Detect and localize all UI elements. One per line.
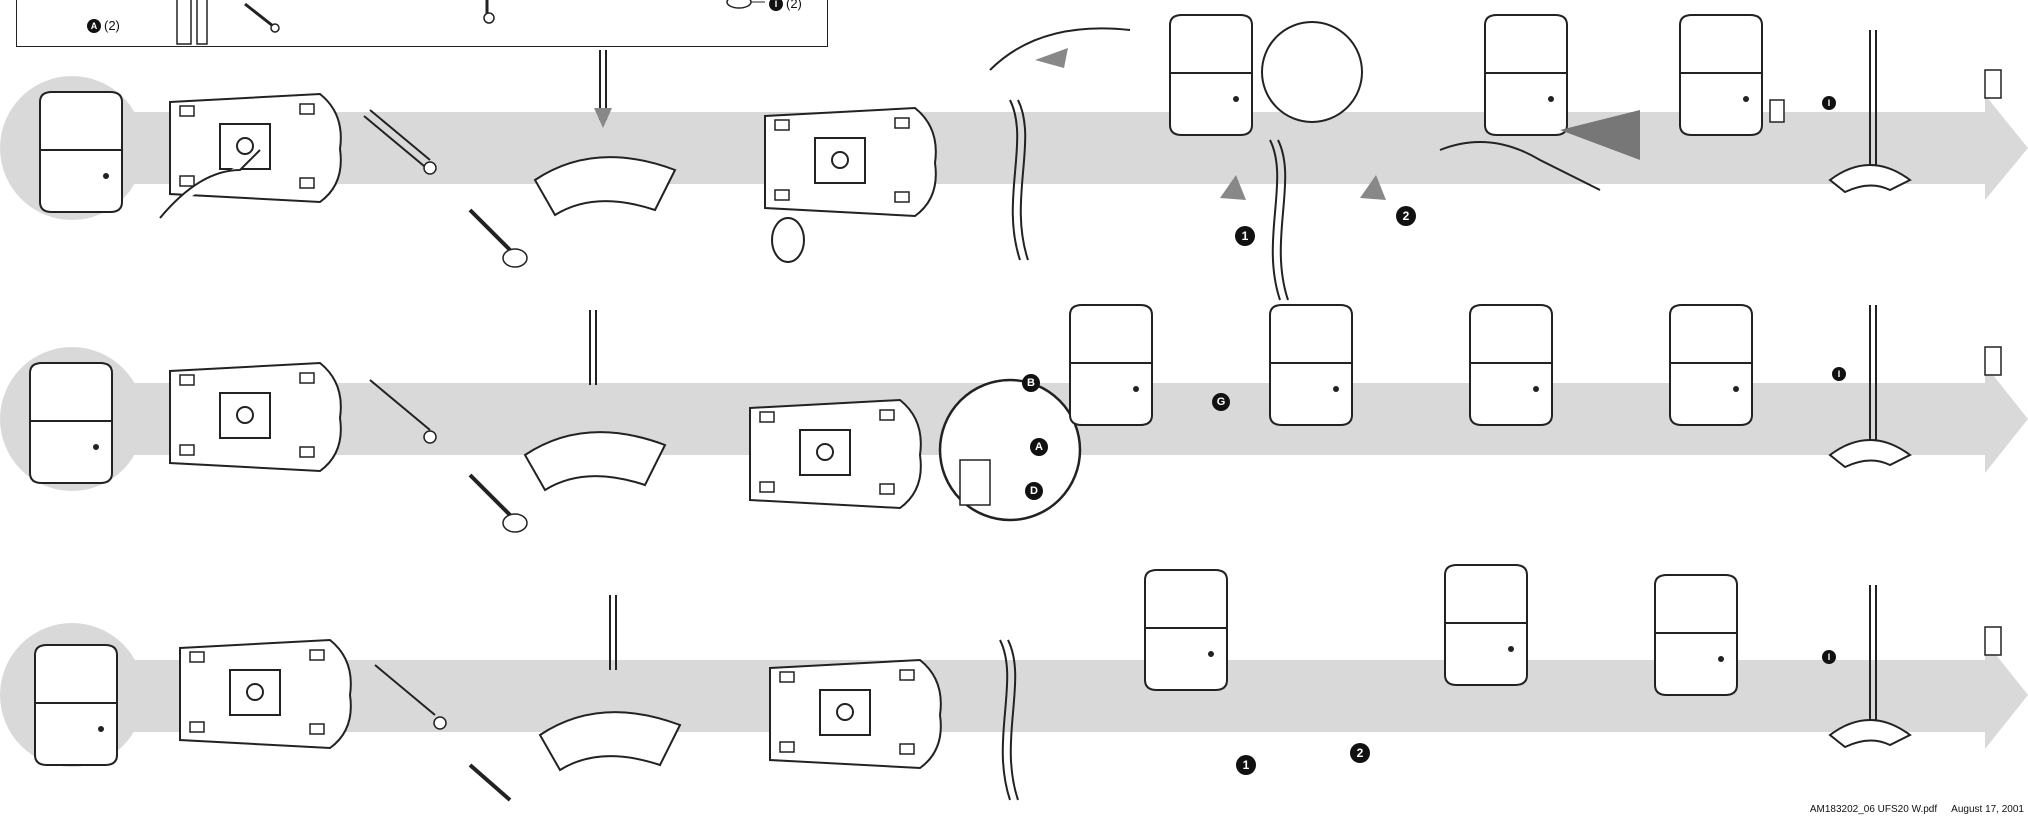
parts-list-box: A (2) I (2) <box>16 0 828 47</box>
row-2-callout-g: G <box>1212 393 1230 411</box>
row-2-label-i: I <box>1832 367 1846 381</box>
row-1-steps <box>0 14 2028 301</box>
footer-date: August 17, 2001 <box>1951 804 2024 815</box>
part-a-count: (2) <box>104 18 120 33</box>
row-2-callout-b: B <box>1022 374 1040 392</box>
row-1-plate-2 <box>764 107 937 217</box>
row-2-steps <box>0 304 2028 533</box>
document-footer: AM183202_06 UFS20 W.pdf August 17, 2001 <box>1810 804 2024 815</box>
row-1-callout-1: 1 <box>1235 226 1255 246</box>
parts-illustration <box>176 0 765 45</box>
row-3-steps <box>0 564 2028 802</box>
row-1-speaker-3 <box>1484 14 1568 136</box>
row-1-speaker-tall <box>1169 14 1253 136</box>
row-1-speaker-4 <box>1679 14 1763 136</box>
row-1-label-i: I <box>1822 96 1836 110</box>
row-2-callout-d: D <box>1025 482 1043 500</box>
part-a-label: A (2) <box>87 18 120 33</box>
row-1-callout-2: 2 <box>1396 206 1416 226</box>
part-i-count: (2) <box>786 0 802 11</box>
row-1-arrowhead <box>1985 95 2028 200</box>
row-3-callout-2: 2 <box>1350 743 1370 763</box>
row-1-speaker <box>39 91 123 213</box>
row-1-hand <box>159 149 261 219</box>
row-1-cable-parts <box>363 109 528 268</box>
part-i-label: I (2) <box>769 0 802 11</box>
row-3-cable-parts <box>374 664 512 802</box>
row-3-callout-1: 1 <box>1236 755 1256 775</box>
row-2-cable-parts <box>369 379 528 533</box>
part-a-badge: A <box>87 18 101 33</box>
row-2-callout-a: A <box>1030 438 1048 456</box>
part-i-badge: I <box>769 0 783 11</box>
footer-filename: AM183202_06 UFS20 W.pdf <box>1809 804 1938 815</box>
row-3-label-i: I <box>1822 650 1836 664</box>
